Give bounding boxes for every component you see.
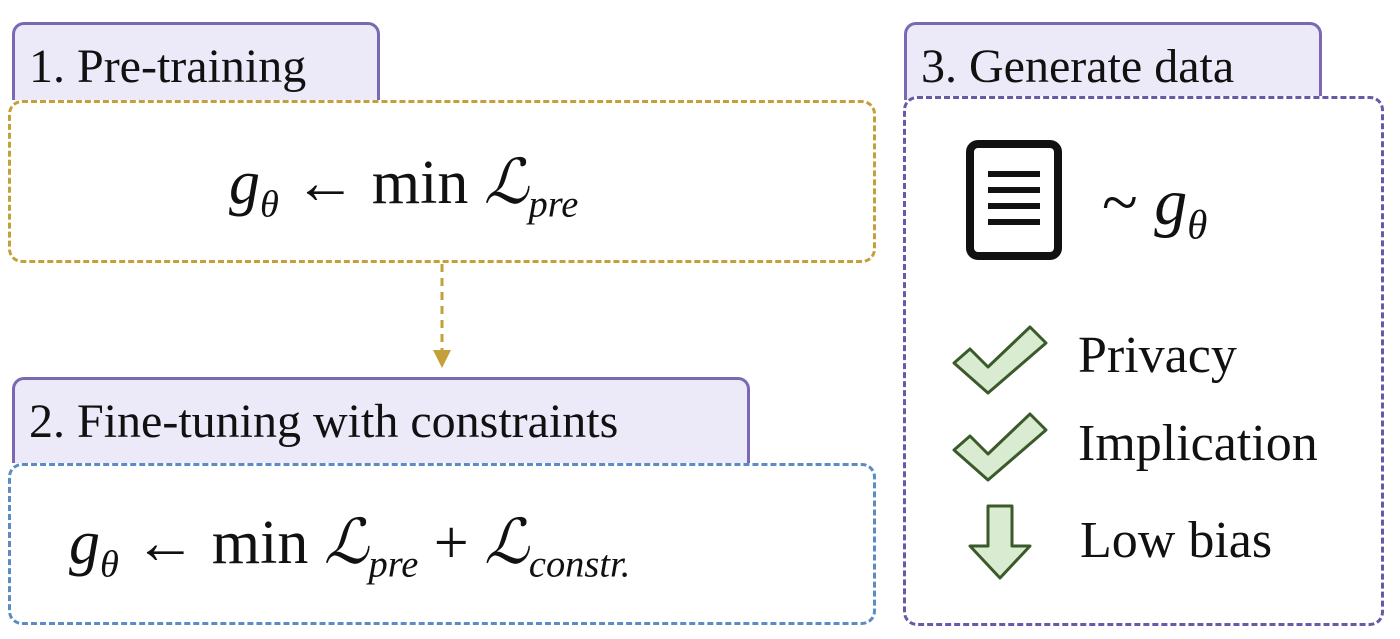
stage2-min: min xyxy=(211,509,309,577)
check-icon xyxy=(952,325,1048,395)
check-icon xyxy=(952,412,1048,482)
connector-arrowhead xyxy=(433,350,451,368)
stage1-loss-symbol: ℒ xyxy=(483,145,529,218)
stage2-model-symbol: g xyxy=(69,509,100,577)
benefit-label-implication: Implication xyxy=(1078,415,1318,472)
stage2-loss1-symbol: ℒ xyxy=(323,505,369,578)
sample-tilde: ~ xyxy=(1102,166,1138,239)
benefit-label-privacy: Privacy xyxy=(1078,327,1237,384)
stage2-loss2-subscript: constr. xyxy=(528,543,631,586)
stage1-formula: gθ ← min ℒpre xyxy=(229,151,578,224)
stage1-model-symbol: g xyxy=(229,149,260,217)
stage1-tab: 1. Pre-training xyxy=(12,22,380,100)
stage2-box: gθ ← min ℒpre + ℒconstr. xyxy=(8,463,876,625)
stage2-arrow: ← xyxy=(134,509,197,577)
benefit-label-low-bias: Low bias xyxy=(1080,512,1273,569)
stage2-tab: 2. Fine-tuning with constraints xyxy=(12,377,750,463)
stage1-box: gθ ← min ℒpre xyxy=(8,100,876,263)
stage1-model-subscript: θ xyxy=(260,183,279,226)
sample-model-subscript: θ xyxy=(1187,202,1208,248)
stage2-loss2-symbol: ℒ xyxy=(484,505,529,578)
stage3-sample-formula: ~ gθ xyxy=(1102,170,1207,246)
document-icon xyxy=(966,140,1062,260)
stage2-title: 2. Fine-tuning with constraints xyxy=(29,395,619,448)
stage2-plus: + xyxy=(433,509,469,577)
stage1-loss-subscript: pre xyxy=(528,183,579,226)
stage1-arrow: ← xyxy=(294,149,357,217)
down-arrow-icon xyxy=(968,504,1032,580)
stage1-min: min xyxy=(371,149,469,217)
sample-model-symbol: g xyxy=(1154,166,1188,239)
stage1-title: 1. Pre-training xyxy=(29,40,307,93)
stage2-model-subscript: θ xyxy=(100,543,119,586)
stage2-formula: gθ ← min ℒpre + ℒconstr. xyxy=(69,511,630,584)
stage3-title: 3. Generate data xyxy=(921,40,1235,93)
stage3-tab: 3. Generate data xyxy=(904,22,1322,100)
stage2-loss1-subscript: pre xyxy=(368,543,419,586)
